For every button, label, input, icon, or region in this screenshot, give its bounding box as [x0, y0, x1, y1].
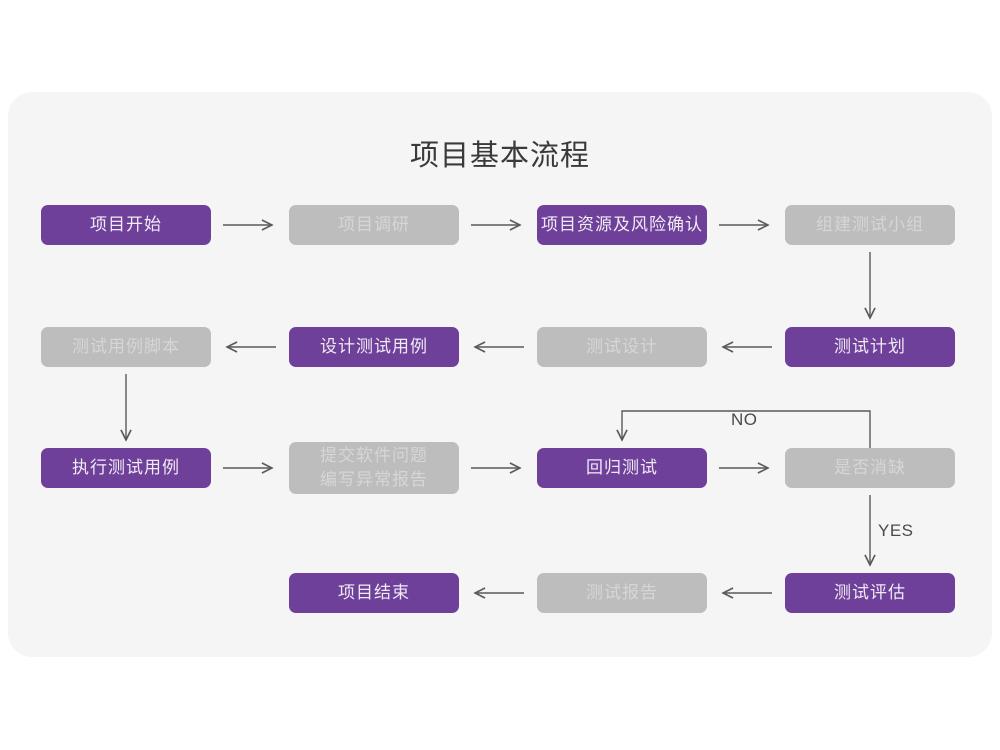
node-project-start[interactable]: 项目开始	[41, 205, 211, 245]
node-test-report[interactable]: 测试报告	[537, 573, 707, 613]
node-execute-test-case[interactable]: 执行测试用例	[41, 448, 211, 488]
edge-label-no: NO	[731, 410, 758, 429]
page-title: 项目基本流程	[409, 140, 590, 172]
edge-label-yes: YES	[878, 521, 914, 540]
node-test-case-script[interactable]: 测试用例脚本	[41, 327, 211, 367]
node-resource-risk-confirm[interactable]: 项目资源及风险确认	[537, 205, 707, 245]
flowchart-panel	[8, 92, 992, 657]
node-defect-resolved[interactable]: 是否消缺	[785, 448, 955, 488]
node-test-design[interactable]: 测试设计	[537, 327, 707, 367]
node-regression-test[interactable]: 回归测试	[537, 448, 707, 488]
node-test-evaluation[interactable]: 测试评估	[785, 573, 955, 613]
node-test-plan[interactable]: 测试计划	[785, 327, 955, 367]
node-project-research[interactable]: 项目调研	[289, 205, 459, 245]
node-build-test-team[interactable]: 组建测试小组	[785, 205, 955, 245]
node-project-end[interactable]: 项目结束	[289, 573, 459, 613]
node-submit-defect-report[interactable]: 提交软件问题 编写异常报告	[289, 442, 459, 494]
node-design-test-case[interactable]: 设计测试用例	[289, 327, 459, 367]
